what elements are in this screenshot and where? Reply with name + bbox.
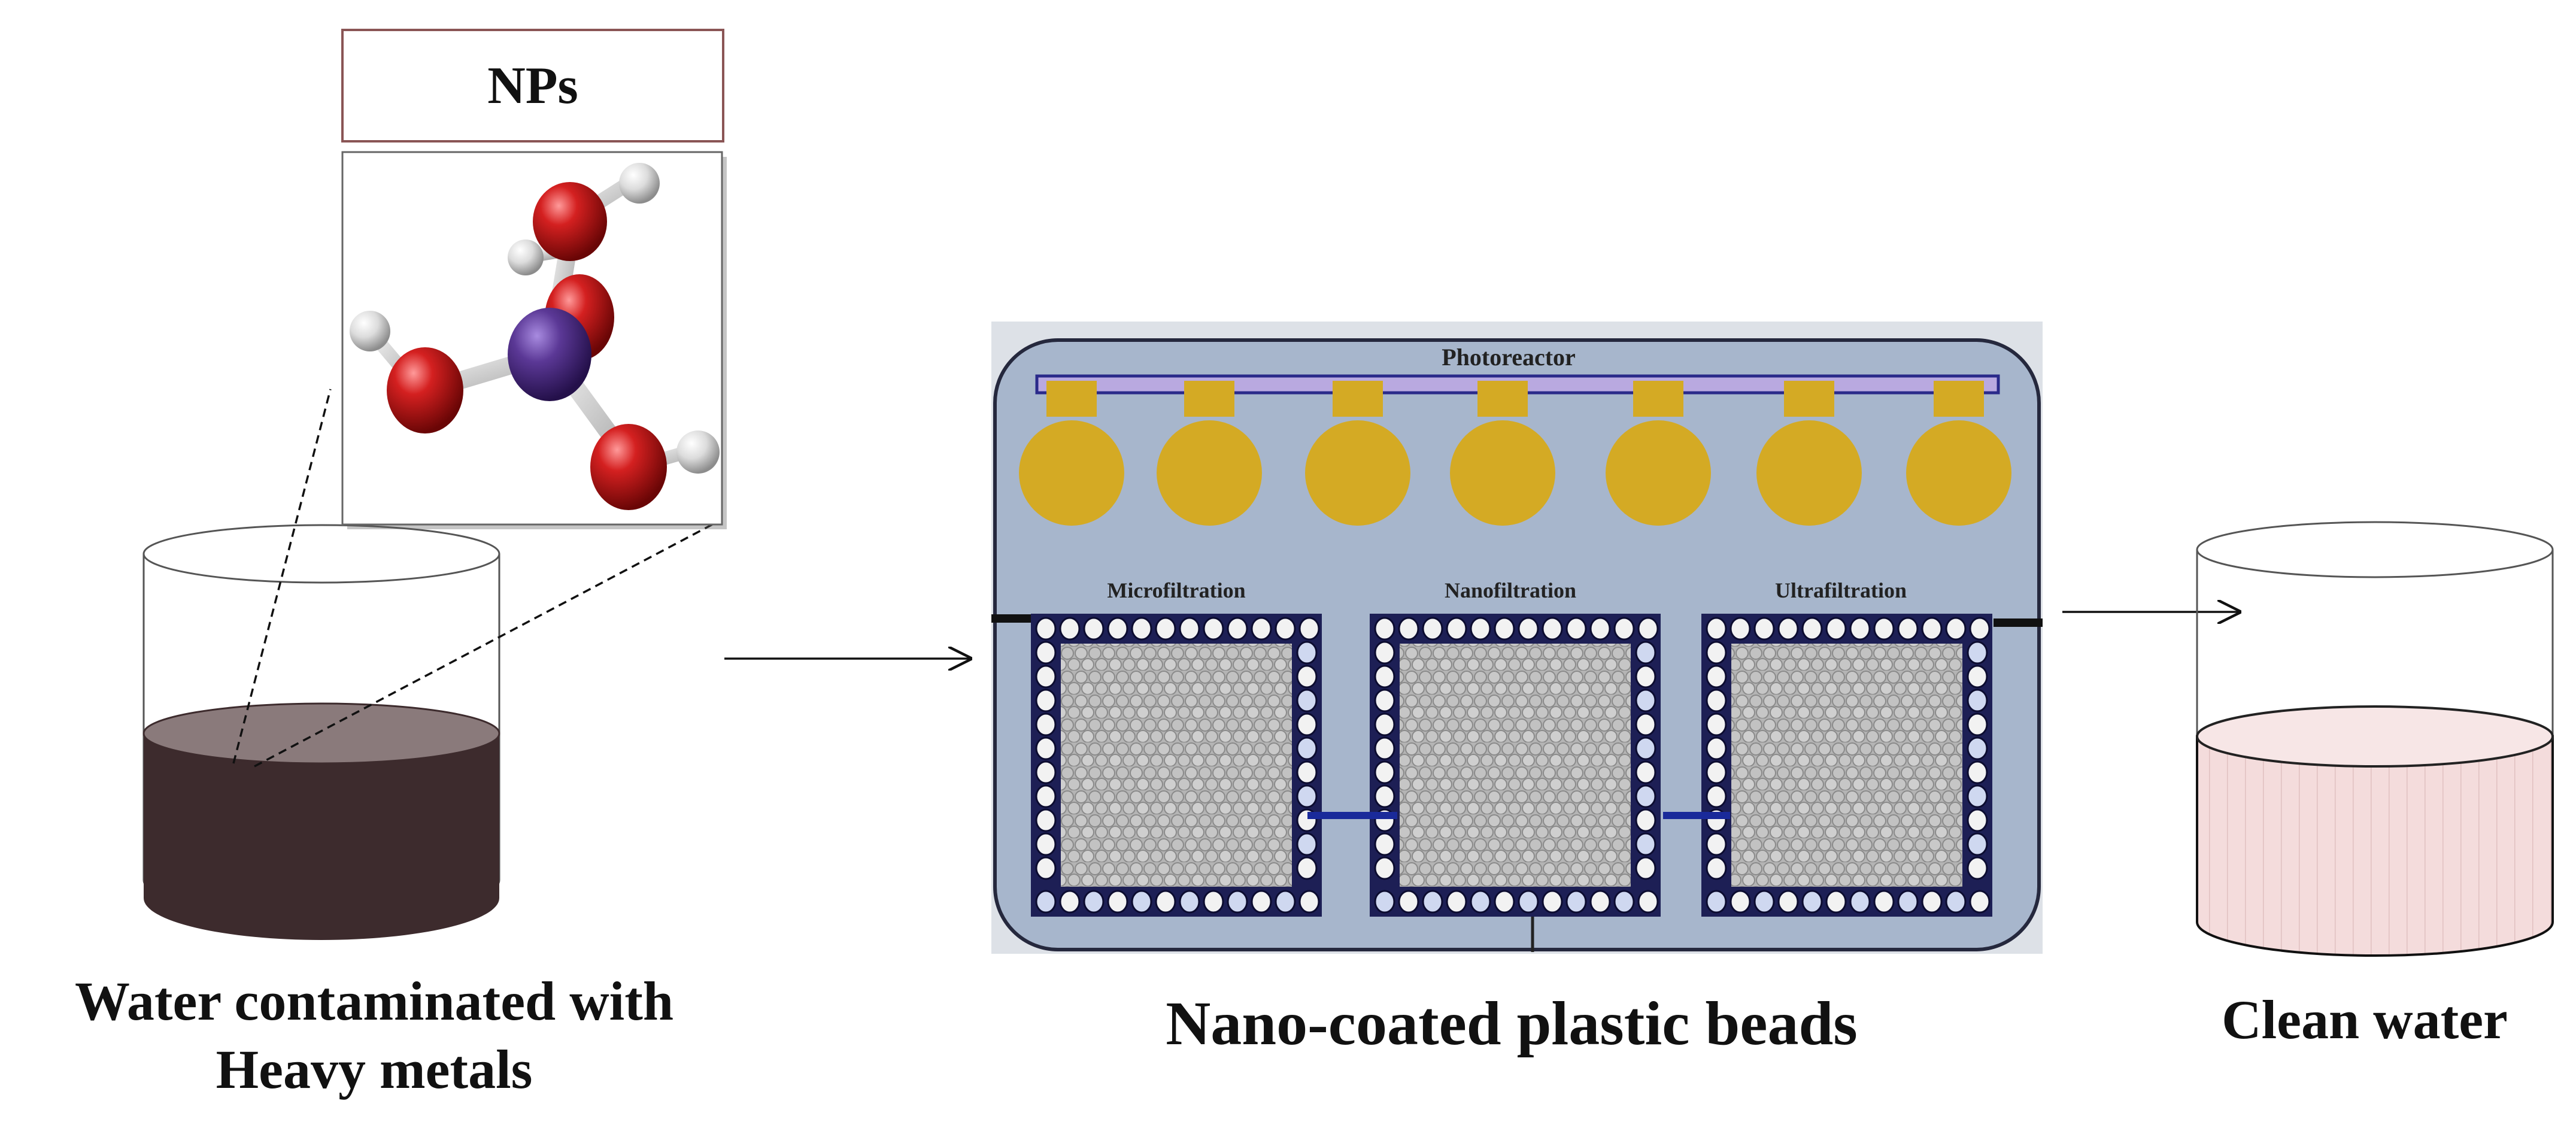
zoom-indicator-lines xyxy=(232,389,722,768)
contaminated-caption-line-1: Water contaminated with xyxy=(74,971,673,1032)
contaminated-caption-line-2: Heavy metals xyxy=(216,1039,533,1100)
contaminated-liquid xyxy=(144,733,499,940)
filter-chamber xyxy=(1701,614,1992,917)
hydrogen-atom xyxy=(619,163,660,204)
nanoparticle-molecule-image xyxy=(341,151,727,529)
photoreactor-title: Photoreactor xyxy=(1442,344,1576,371)
stage-label-nanofiltration: Nanofiltration xyxy=(1445,578,1576,602)
clean-liquid xyxy=(2196,735,2554,957)
stage-label-microfiltration: Microfiltration xyxy=(1107,578,1245,602)
filter-chamber xyxy=(1031,614,1322,917)
nano-coated-beads-caption: Nano-coated plastic beads xyxy=(1166,989,1858,1058)
filter-chamber xyxy=(1370,614,1661,917)
stage-label-ultrafiltration: Ultrafiltration xyxy=(1775,578,1907,602)
uv-lamp xyxy=(1019,381,1124,526)
photoreactor-image: Photoreactor Microfiltration Nanofiltrat… xyxy=(991,322,2043,954)
uv-lamps xyxy=(1019,381,2011,526)
uv-lamp xyxy=(1606,381,1711,526)
uv-lamp xyxy=(1756,381,1862,526)
uv-lamp xyxy=(1157,381,1262,526)
clean-water-caption: Clean water xyxy=(2222,989,2508,1050)
uv-lamp xyxy=(1906,381,2011,526)
clean-liquid-surface xyxy=(2196,705,2554,768)
oxygen-atom xyxy=(533,182,607,261)
nps-label-box xyxy=(341,29,724,142)
contaminated-water-beaker xyxy=(142,524,500,940)
clean-beaker-rim xyxy=(2196,521,2554,578)
contaminated-water-caption: Water contaminated with Heavy metals xyxy=(0,967,748,1103)
uv-lamp xyxy=(1305,381,1410,526)
filtration-stages xyxy=(1031,614,1992,917)
beaker-rim xyxy=(142,524,500,584)
contaminated-liquid-surface xyxy=(142,702,500,765)
central-metal-atom xyxy=(508,308,591,401)
nps-label: NPs xyxy=(487,56,578,115)
clean-water-beaker xyxy=(2196,521,2554,957)
uv-lamp xyxy=(1450,381,1555,526)
